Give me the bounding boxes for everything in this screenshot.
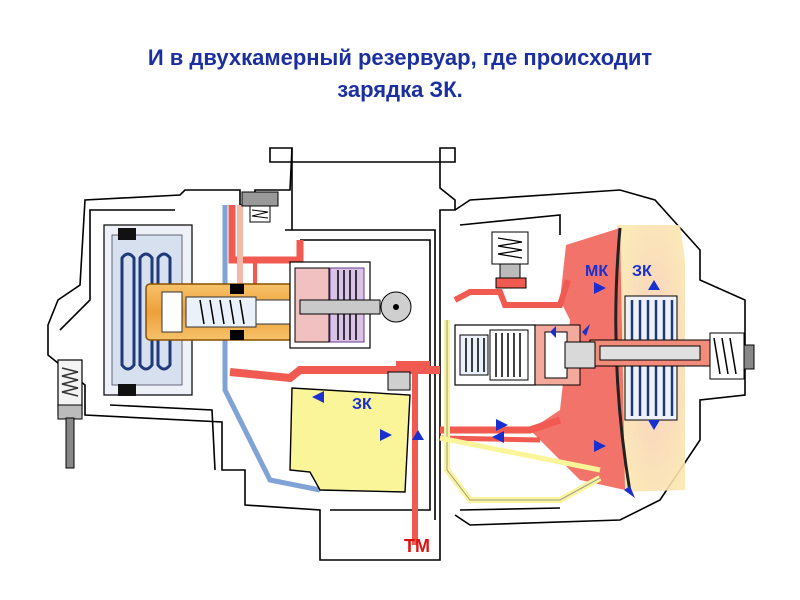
arrow-icon <box>496 419 508 431</box>
arrow-icon <box>550 326 556 338</box>
piston-assembly <box>289 261 412 349</box>
label-zk-chamber: ЗК <box>632 263 652 280</box>
arrow-icon <box>412 430 424 440</box>
right-end-spring <box>709 332 755 380</box>
arrow-icon <box>594 440 606 452</box>
main-valve-body <box>145 283 305 341</box>
arrow-icon <box>624 486 635 498</box>
arrow-icon <box>648 280 660 290</box>
arrow-icon <box>582 324 590 336</box>
arrow-icon <box>648 420 660 430</box>
arrow-icon <box>380 429 392 441</box>
main-part-housing <box>47 147 456 561</box>
flow-arrows <box>312 280 660 498</box>
label-zk-reservoir: ЗК <box>352 396 372 413</box>
right-spring-stack <box>589 295 711 421</box>
upper-spring-valve <box>491 231 529 289</box>
top-check-valve <box>241 191 279 223</box>
slide-title-line-2: зарядка ЗК. <box>337 77 463 102</box>
arrow-icon <box>594 282 606 294</box>
release-valve <box>57 359 83 469</box>
feed-channels-right <box>439 279 602 503</box>
slide-title: И в двухкамерный резервуар, где происход… <box>0 42 800 106</box>
auxiliary-reservoir <box>289 371 411 493</box>
center-valve-assembly <box>454 324 596 386</box>
arrow-icon <box>492 431 504 443</box>
slide-title-line-1: И в двухкамерный резервуар, где происход… <box>147 45 653 70</box>
label-tm: ТМ <box>404 536 430 556</box>
arrow-icon <box>312 391 324 403</box>
label-mk: МК <box>585 263 608 280</box>
